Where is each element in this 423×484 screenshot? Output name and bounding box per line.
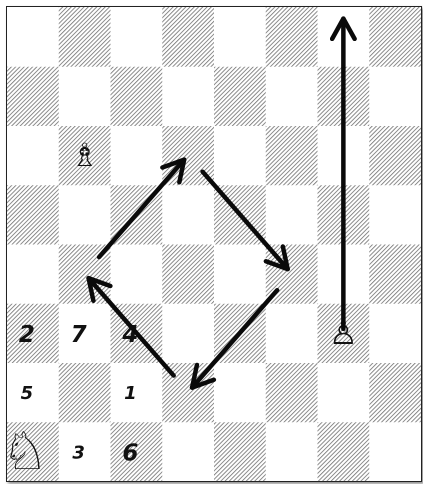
- light-square[interactable]: [266, 66, 318, 126]
- light-square[interactable]: [7, 126, 59, 186]
- dark-square[interactable]: [369, 126, 421, 186]
- square-hint-number: 2: [19, 322, 35, 348]
- light-square[interactable]: [318, 363, 370, 423]
- dark-square[interactable]: [111, 66, 163, 126]
- light-square[interactable]: [214, 363, 266, 423]
- dark-square[interactable]: [162, 244, 214, 304]
- dark-square[interactable]: [266, 126, 318, 186]
- light-square[interactable]: [369, 66, 421, 126]
- light-square[interactable]: [7, 7, 59, 67]
- square-hint-number: 3: [72, 442, 85, 463]
- square-hint-number: 7: [71, 322, 87, 348]
- dark-square[interactable]: [266, 363, 318, 423]
- light-square[interactable]: [214, 244, 266, 304]
- light-square[interactable]: [214, 7, 266, 67]
- white-bishop-icon[interactable]: ♗: [70, 136, 99, 174]
- light-square[interactable]: [369, 303, 421, 363]
- dark-square[interactable]: [318, 422, 370, 481]
- light-square[interactable]: [214, 126, 266, 186]
- square-hint-number: 1: [124, 383, 137, 404]
- dark-square[interactable]: [162, 7, 214, 67]
- light-square[interactable]: [369, 422, 421, 481]
- dark-square[interactable]: [59, 363, 111, 423]
- dark-square[interactable]: [369, 244, 421, 304]
- light-square[interactable]: [162, 303, 214, 363]
- light-square[interactable]: [59, 185, 111, 245]
- light-square[interactable]: [266, 303, 318, 363]
- light-square[interactable]: [369, 185, 421, 245]
- light-square[interactable]: [162, 66, 214, 126]
- dark-square[interactable]: [59, 7, 111, 67]
- dark-square[interactable]: [266, 7, 318, 67]
- board-squares: [7, 7, 421, 481]
- dark-square[interactable]: [369, 7, 421, 67]
- dark-square[interactable]: [214, 422, 266, 481]
- square-hint-number: 6: [122, 440, 138, 466]
- light-square[interactable]: [111, 126, 163, 186]
- light-square[interactable]: [266, 185, 318, 245]
- light-square[interactable]: [111, 244, 163, 304]
- light-square[interactable]: [111, 7, 163, 67]
- dark-square[interactable]: [214, 66, 266, 126]
- light-square[interactable]: [59, 66, 111, 126]
- dark-square[interactable]: [369, 363, 421, 423]
- light-square[interactable]: [162, 422, 214, 481]
- light-square[interactable]: [7, 244, 59, 304]
- square-hint-number: 5: [21, 383, 34, 404]
- light-square[interactable]: [266, 422, 318, 481]
- dark-square[interactable]: [7, 66, 59, 126]
- dark-square[interactable]: [7, 185, 59, 245]
- white-knight-icon[interactable]: ♘: [7, 422, 48, 481]
- light-square[interactable]: [162, 185, 214, 245]
